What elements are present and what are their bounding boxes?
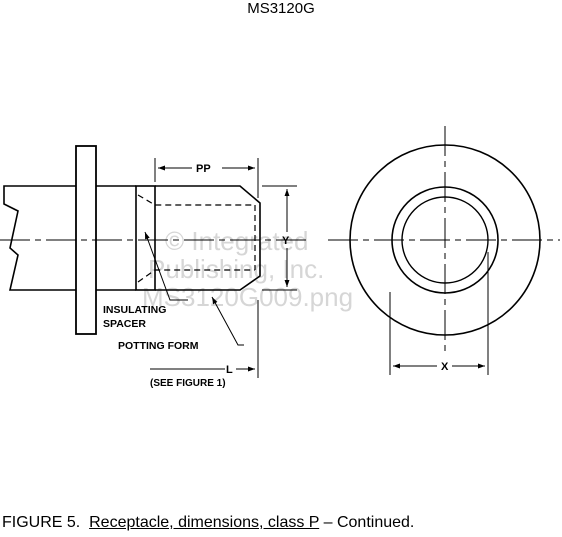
insulating-spacer bbox=[135, 185, 156, 291]
cable-body bbox=[3, 185, 76, 291]
insulating-spacer-label-1: INSULATING bbox=[103, 304, 166, 316]
y-label: Y bbox=[282, 235, 290, 247]
receptacle-drawing: © Integrated Publishing, Inc. MS3120G009… bbox=[0, 126, 560, 389]
l-label: L bbox=[226, 364, 233, 376]
potting-form-leader bbox=[211, 296, 244, 346]
side-view bbox=[0, 145, 310, 378]
watermark-line-2: Publishing, Inc. bbox=[148, 254, 324, 284]
spacer-leader bbox=[144, 231, 188, 301]
front-view bbox=[328, 126, 560, 375]
x-label: X bbox=[441, 361, 449, 373]
watermark-line-1: © Integrated bbox=[165, 226, 308, 256]
pp-label: PP bbox=[196, 163, 211, 175]
watermark: © Integrated Publishing, Inc. MS3120G009… bbox=[142, 226, 353, 312]
potting-form-label: POTTING FORM bbox=[118, 340, 199, 352]
insulating-spacer-label-2: SPACER bbox=[103, 318, 146, 330]
receptacle-body bbox=[96, 185, 136, 291]
caption-prefix: FIGURE 5. bbox=[2, 514, 81, 531]
watermark-line-3: MS3120G009.png bbox=[142, 282, 353, 312]
figure-caption: FIGURE 5. Receptacle, dimensions, class … bbox=[2, 513, 414, 533]
caption-title: Receptacle, dimensions, class P bbox=[89, 514, 320, 531]
hidden-lines bbox=[137, 194, 256, 283]
caption-suffix: – Continued. bbox=[319, 514, 415, 531]
side-view-labels: PP Y L (SEE FIGURE 1) INSULATING SPACER … bbox=[103, 163, 290, 389]
see-figure-label: (SEE FIGURE 1) bbox=[150, 378, 226, 389]
document-id: MS3120G bbox=[247, 0, 315, 17]
